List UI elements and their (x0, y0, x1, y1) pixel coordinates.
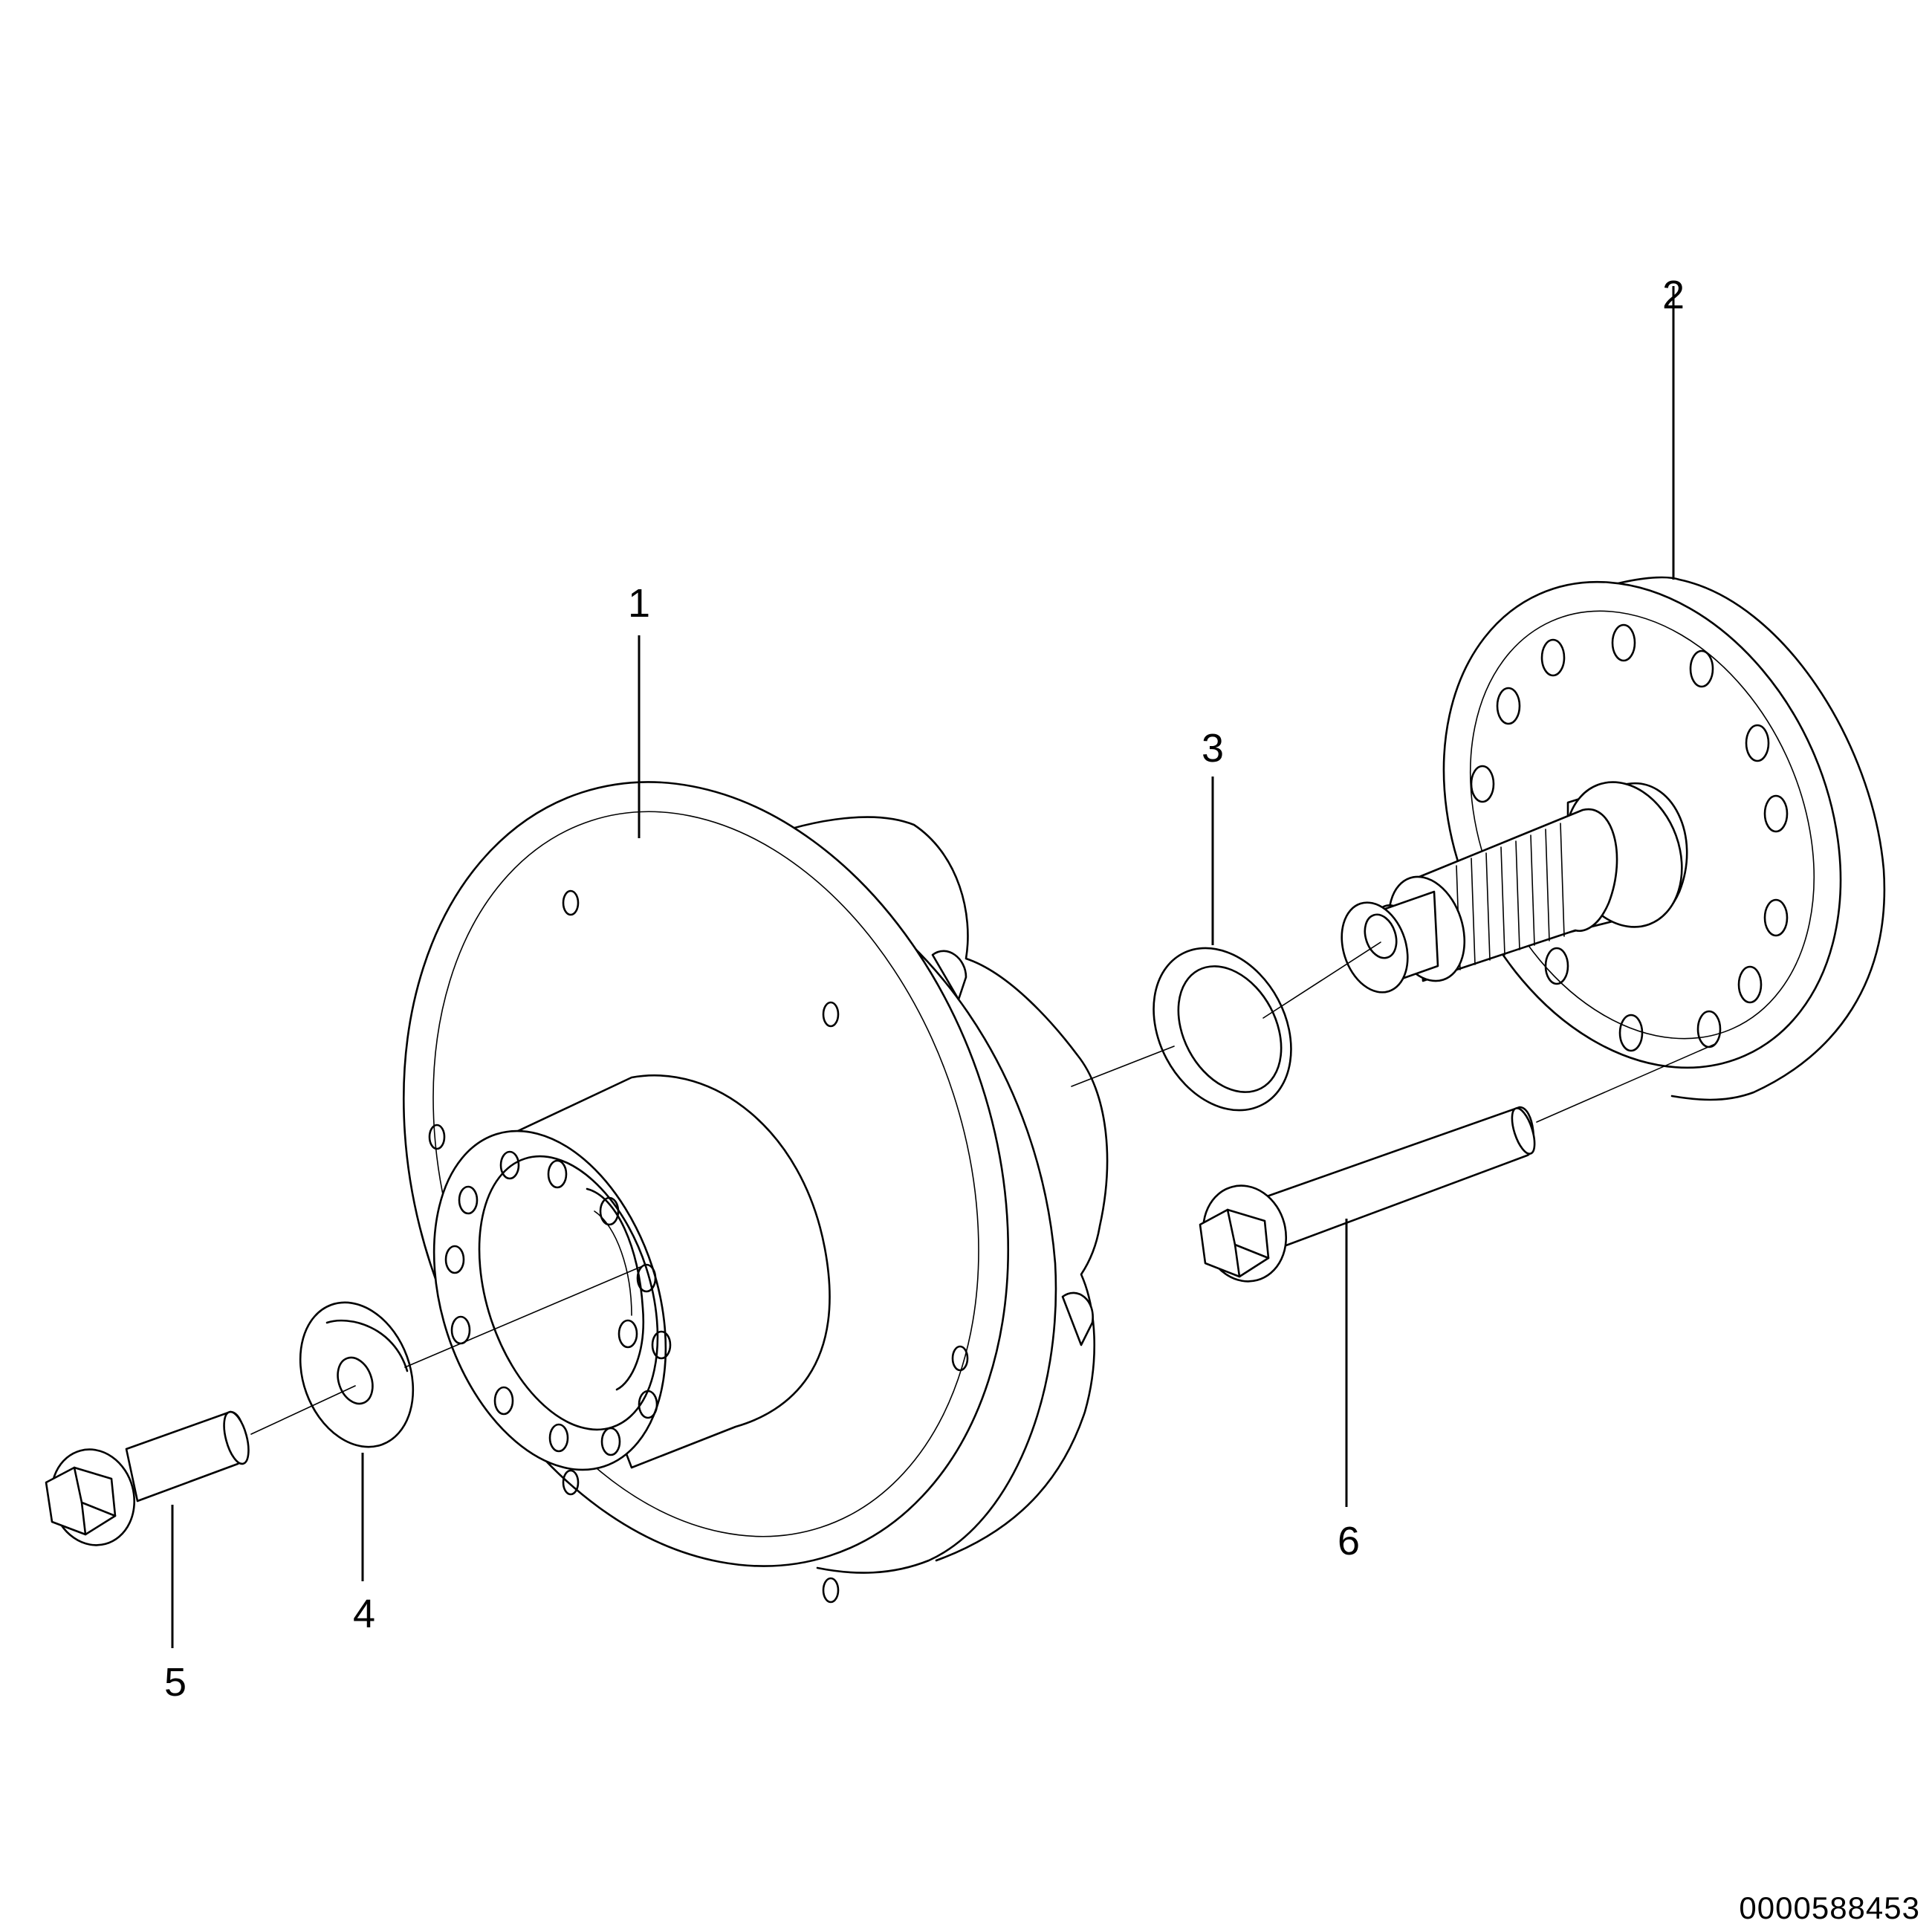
callout-6: 6 (1338, 1519, 1360, 1563)
housing-small-holes (428, 889, 969, 1604)
hub-bolt-holes (444, 1150, 672, 1456)
part-housing (402, 781, 1109, 1604)
callout-4: 4 (353, 1592, 375, 1636)
part-flange-shaft (1341, 576, 1886, 1101)
callout-labels: 1 2 3 4 5 6 (164, 273, 1685, 1705)
assembly-axis-lines (250, 941, 1716, 1435)
drawing-number: 0000588453 (1739, 1890, 1920, 1925)
callout-3: 3 (1202, 726, 1224, 771)
part-washer (299, 1301, 415, 1448)
part-long-hex-bolt (1199, 1106, 1536, 1283)
callout-5: 5 (164, 1660, 187, 1705)
part-sealing-ring (1153, 947, 1292, 1112)
callout-1: 1 (628, 581, 650, 626)
leader-lines (171, 286, 1675, 1648)
part-short-hex-bolt (45, 1410, 250, 1546)
callout-2: 2 (1662, 273, 1685, 317)
